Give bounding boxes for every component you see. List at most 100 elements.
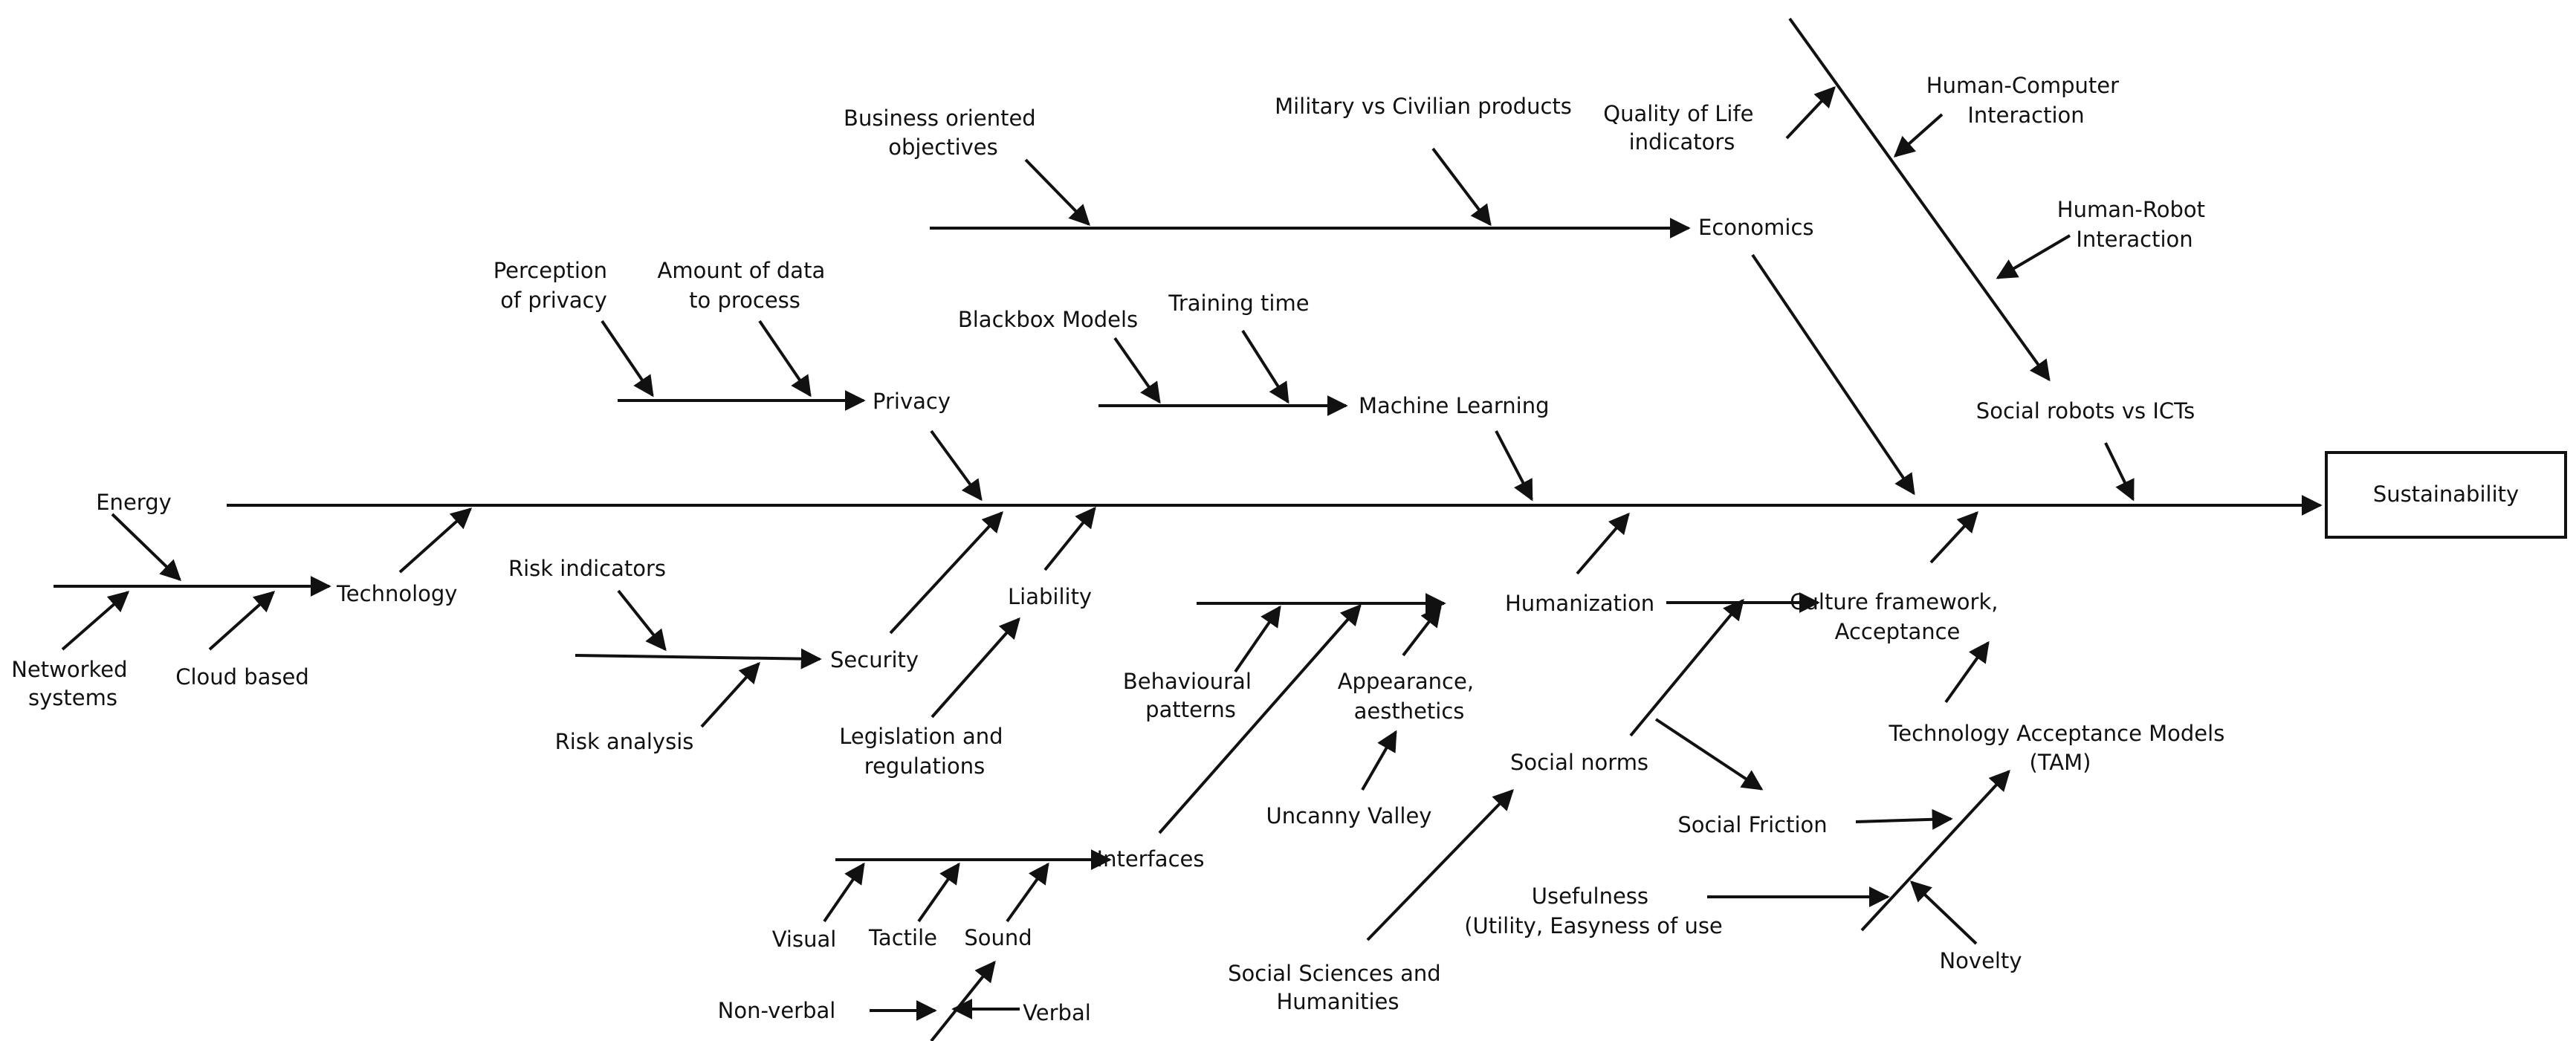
legislation-arrow	[931, 617, 1020, 719]
privacy-label: Privacy	[873, 389, 951, 414]
arrows	[54, 17, 2323, 1041]
perception-label: Perception of privacy	[493, 258, 615, 313]
liability-to-spine-arrow	[1043, 506, 1096, 571]
networked-label-line1: Networked	[11, 657, 127, 682]
culture-to-spine-arrow	[1929, 510, 1978, 564]
hci-label-line2: Interaction	[1967, 103, 2084, 128]
effect-box	[2325, 451, 2567, 539]
perception-label-line2: of privacy	[500, 288, 607, 313]
tam-to-culture-arrow	[1944, 641, 1990, 704]
appearance-label-line2: aesthetics	[1354, 698, 1465, 724]
sound-label: Sound	[964, 925, 1032, 950]
risk-analysis-label: Risk analysis	[555, 729, 694, 754]
quality-label: Quality of Life indicators	[1603, 101, 1761, 155]
usefulness-label-line2: (Utility, Easyness of use	[1464, 913, 1723, 938]
cloud-label: Cloud based	[175, 664, 309, 690]
uncanny-label: Uncanny Valley	[1266, 803, 1432, 828]
social-friction-label: Social Friction	[1677, 812, 1827, 837]
hri-label: Human-Robot Interaction	[2057, 197, 2212, 252]
amount-label-line2: to process	[689, 288, 800, 313]
legislation-label-line2: regulations	[864, 753, 985, 779]
interfaces-to-humanization-arrow	[1158, 603, 1362, 834]
business-label-line1: Business oriented	[844, 106, 1036, 131]
culture-label-line2: Acceptance	[1835, 619, 1961, 644]
blackbox-label: Blackbox Models	[958, 307, 1138, 332]
sound-arrow	[1006, 862, 1049, 923]
business-label: Business oriented objectives	[844, 106, 1043, 160]
hri-label-line2: Interaction	[2076, 227, 2192, 252]
behavioural-label-line2: patterns	[1145, 697, 1236, 722]
risk-indicators-arrow	[617, 589, 667, 652]
appearance-label-line1: Appearance,	[1338, 669, 1474, 694]
security-to-spine-arrow	[889, 510, 1003, 635]
social-robots-label: Social robots vs ICTs	[1976, 398, 2195, 424]
behavioural-label-line1: Behavioural	[1123, 669, 1252, 694]
interfaces-label: Interfaces	[1097, 846, 1205, 872]
tam-label: Technology Acceptance Models (TAM)	[1888, 721, 2231, 775]
networked-label: Networked systems	[11, 657, 135, 710]
social-norms-to-friction-arrow	[1654, 718, 1764, 791]
humanization-label: Humanization	[1505, 591, 1654, 616]
hci-arrow	[1893, 113, 1944, 158]
social-robots-bone	[1788, 17, 2051, 382]
tactile-arrow	[917, 862, 960, 923]
military-arrow	[1431, 147, 1492, 227]
training-label: Training time	[1168, 291, 1309, 316]
effect-label: Sustainability	[2373, 481, 2519, 507]
blackbox-arrow	[1113, 337, 1161, 404]
humanization-to-spine-arrow	[1576, 512, 1630, 575]
training-arrow	[1241, 329, 1289, 404]
tam-label-line2: (TAM)	[2030, 750, 2091, 775]
culture-label-line1: Culture framework,	[1790, 589, 1998, 614]
social-norms-label: Social norms	[1510, 750, 1648, 775]
legislation-label-line1: Legislation and	[839, 724, 1003, 749]
ssh-label-line1: Social Sciences and	[1228, 961, 1441, 986]
perception-label-line1: Perception	[493, 258, 607, 283]
privacy-to-spine-arrow	[930, 429, 983, 502]
liability-label: Liability	[1008, 584, 1092, 609]
technology-to-spine-arrow	[398, 507, 473, 574]
amount-label-line1: Amount of data	[658, 258, 826, 283]
business-arrow	[1024, 158, 1090, 227]
visual-label: Visual	[772, 927, 837, 952]
usefulness-label-line1: Usefulness	[1532, 883, 1648, 909]
business-label-line2: objectives	[888, 134, 998, 160]
economics-label: Economics	[1698, 215, 1814, 240]
security-label: Security	[830, 647, 919, 672]
legislation-label: Legislation and regulations	[839, 724, 1009, 779]
social-norms-to-culture-arrow	[1629, 598, 1744, 737]
novelty-label: Novelty	[1939, 948, 2022, 973]
ml-label: Machine Learning	[1359, 393, 1550, 418]
hri-arrow	[1996, 234, 2071, 279]
uncanny-arrow	[1361, 730, 1397, 791]
quality-label-line2: indicators	[1629, 129, 1735, 155]
economics-to-spine-arrow	[1751, 253, 1915, 496]
technology-label: Technology	[336, 581, 457, 606]
verbal-label: Verbal	[1023, 1000, 1091, 1025]
perception-arrow	[601, 320, 654, 398]
appearance-label: Appearance, aesthetics	[1338, 669, 1481, 724]
behavioural-label: Behavioural patterns	[1123, 669, 1258, 722]
novelty-arrow	[1909, 881, 1978, 945]
sound-input-line	[930, 960, 996, 1041]
cloud-arrow	[208, 591, 276, 651]
hci-label: Human-Computer Interaction	[1926, 73, 2126, 128]
hri-label-line1: Human-Robot	[2057, 197, 2205, 222]
labels: Energy Networked systems Cloud based Tec…	[11, 73, 2231, 1025]
networked-label-line2: systems	[28, 685, 117, 710]
ml-to-spine-arrow	[1495, 430, 1533, 502]
tactile-label: Tactile	[868, 925, 937, 950]
non-verbal-label: Non-verbal	[718, 998, 836, 1023]
energy-arrow	[111, 513, 182, 581]
friction-to-tam-arrow	[1855, 808, 1953, 830]
networked-arrow	[61, 591, 130, 651]
security-bone	[575, 648, 822, 669]
hci-label-line1: Human-Computer	[1926, 73, 2119, 98]
quality-arrow	[1785, 85, 1836, 140]
ssh-label: Social Sciences and Humanities	[1228, 961, 1448, 1014]
culture-label: Culture framework, Acceptance	[1790, 589, 2004, 644]
amount-arrow	[758, 320, 812, 398]
social-sciences-arrow	[1366, 788, 1514, 941]
amount-label: Amount of data to process	[658, 258, 832, 313]
